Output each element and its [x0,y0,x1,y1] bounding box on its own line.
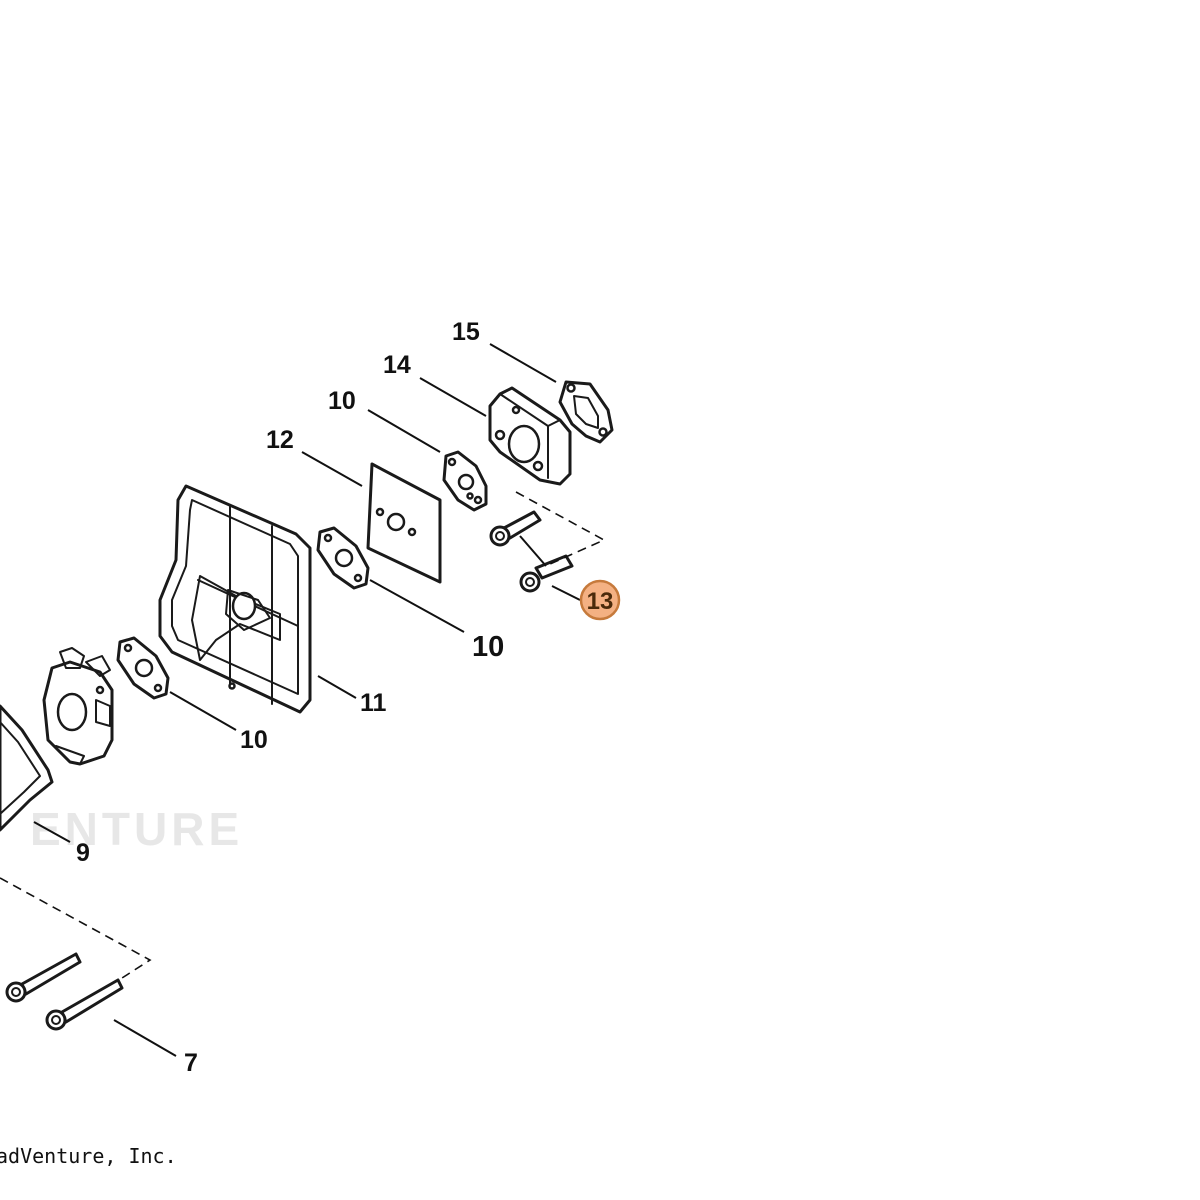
callout-circle[interactable] [579,579,621,621]
leader-15 [489,343,557,383]
label-part-11: 11 [360,689,387,717]
gasket-part-10-top [442,450,488,512]
callout-part-13[interactable]: 13 [579,579,621,621]
screw-link-line [519,535,547,567]
label-part-10-low: 10 [240,726,268,754]
screw-part-7-lower [45,978,124,1031]
air-filter-housing-part-11 [158,484,312,714]
screw-part-13-upper [489,510,542,547]
screw-part-13-lower [519,554,574,593]
leader-7 [113,1019,177,1057]
label-part-13[interactable]: 13 [587,588,614,615]
gasket-part-15 [558,380,614,444]
copyright-text: adVenture, Inc. [0,1144,177,1168]
carburetor [42,647,114,766]
leader-11 [317,675,357,699]
label-part-7: 7 [184,1049,198,1077]
assembly-line-lower [0,877,152,979]
leader-13 [551,585,581,601]
leader-10-low [169,691,237,731]
label-part-14: 14 [383,351,411,379]
leader-14 [419,377,487,417]
watermark-text: ENTURE [30,803,243,855]
leader-12 [301,451,363,487]
screw-part-7-upper [5,952,82,1003]
intake-flange-part-14 [488,386,572,486]
label-part-10-top: 10 [328,387,356,415]
shroud-part-9 [0,704,54,832]
leader-9 [33,821,71,843]
label-part-9: 9 [76,839,90,867]
gasket-part-10-low [116,636,170,700]
label-part-15: 15 [452,318,480,346]
label-part-12: 12 [266,426,294,454]
label-part-10-middle: 10 [472,631,504,663]
assembly-line-upper [515,491,606,565]
gasket-part-10-middle [316,526,370,590]
plate-part-12 [366,462,442,584]
leader-10-middle [369,579,465,633]
leader-10-top [367,409,441,453]
